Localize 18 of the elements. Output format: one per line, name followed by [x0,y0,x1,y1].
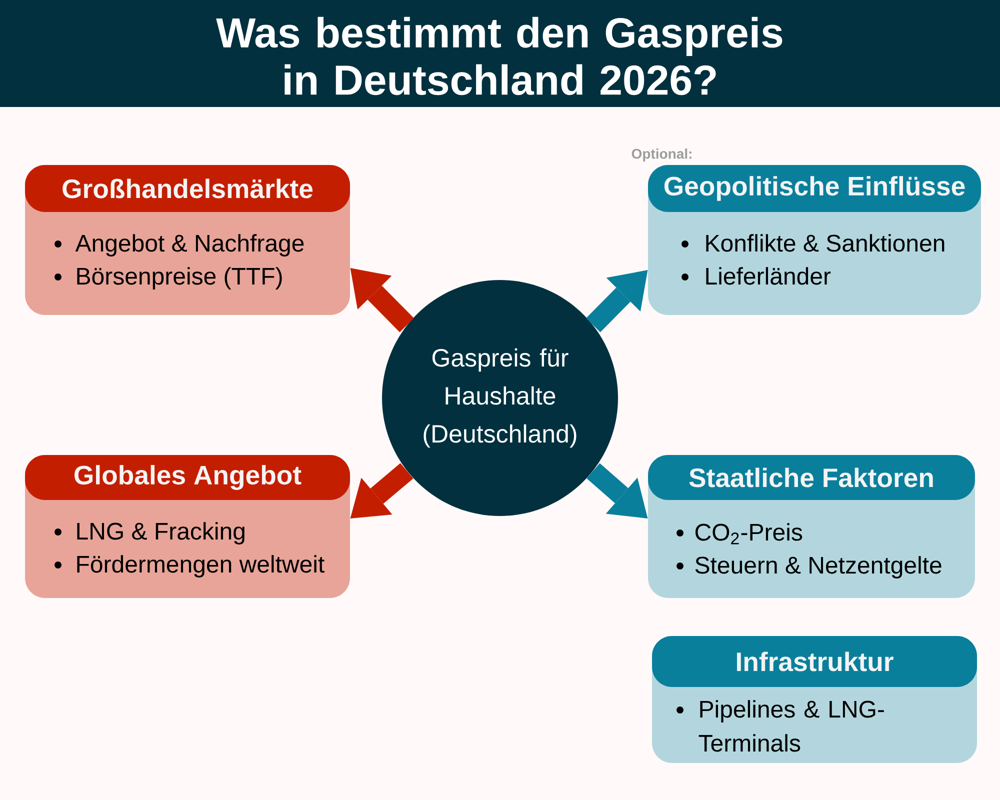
bullet-text: Lieferländer [706,267,831,285]
arrow [350,268,414,332]
bullet-text: Konflikte & Sanktionen [706,234,944,252]
bullet-text: CO$_{2}$-Preis [695,523,802,544]
note: Optional: [632,148,692,162]
bullet-text: Börsenpreise (TTF) [77,267,282,290]
bullet-text: Angebot & Nachfrage [75,234,304,256]
card-header: Geopolitische Einflüsse [648,165,981,212]
card-header: Großhandelsmärkte [25,165,350,212]
bullet-text: Steuern & Netzentgelte [695,556,942,578]
arrow [350,463,414,518]
bullet-text: Fördermengen weltweit [77,555,324,578]
card-header: Infrastruktur [652,636,977,687]
bullet-text: LNG & Fracking [77,522,244,544]
bullet-text: Pipelines & LNG-Terminals [698,700,884,752]
title: Was bestimmt den Gaspreis in Deutschland 2026? [216,16,782,96]
arrow [586,463,648,518]
arrow [586,270,648,332]
